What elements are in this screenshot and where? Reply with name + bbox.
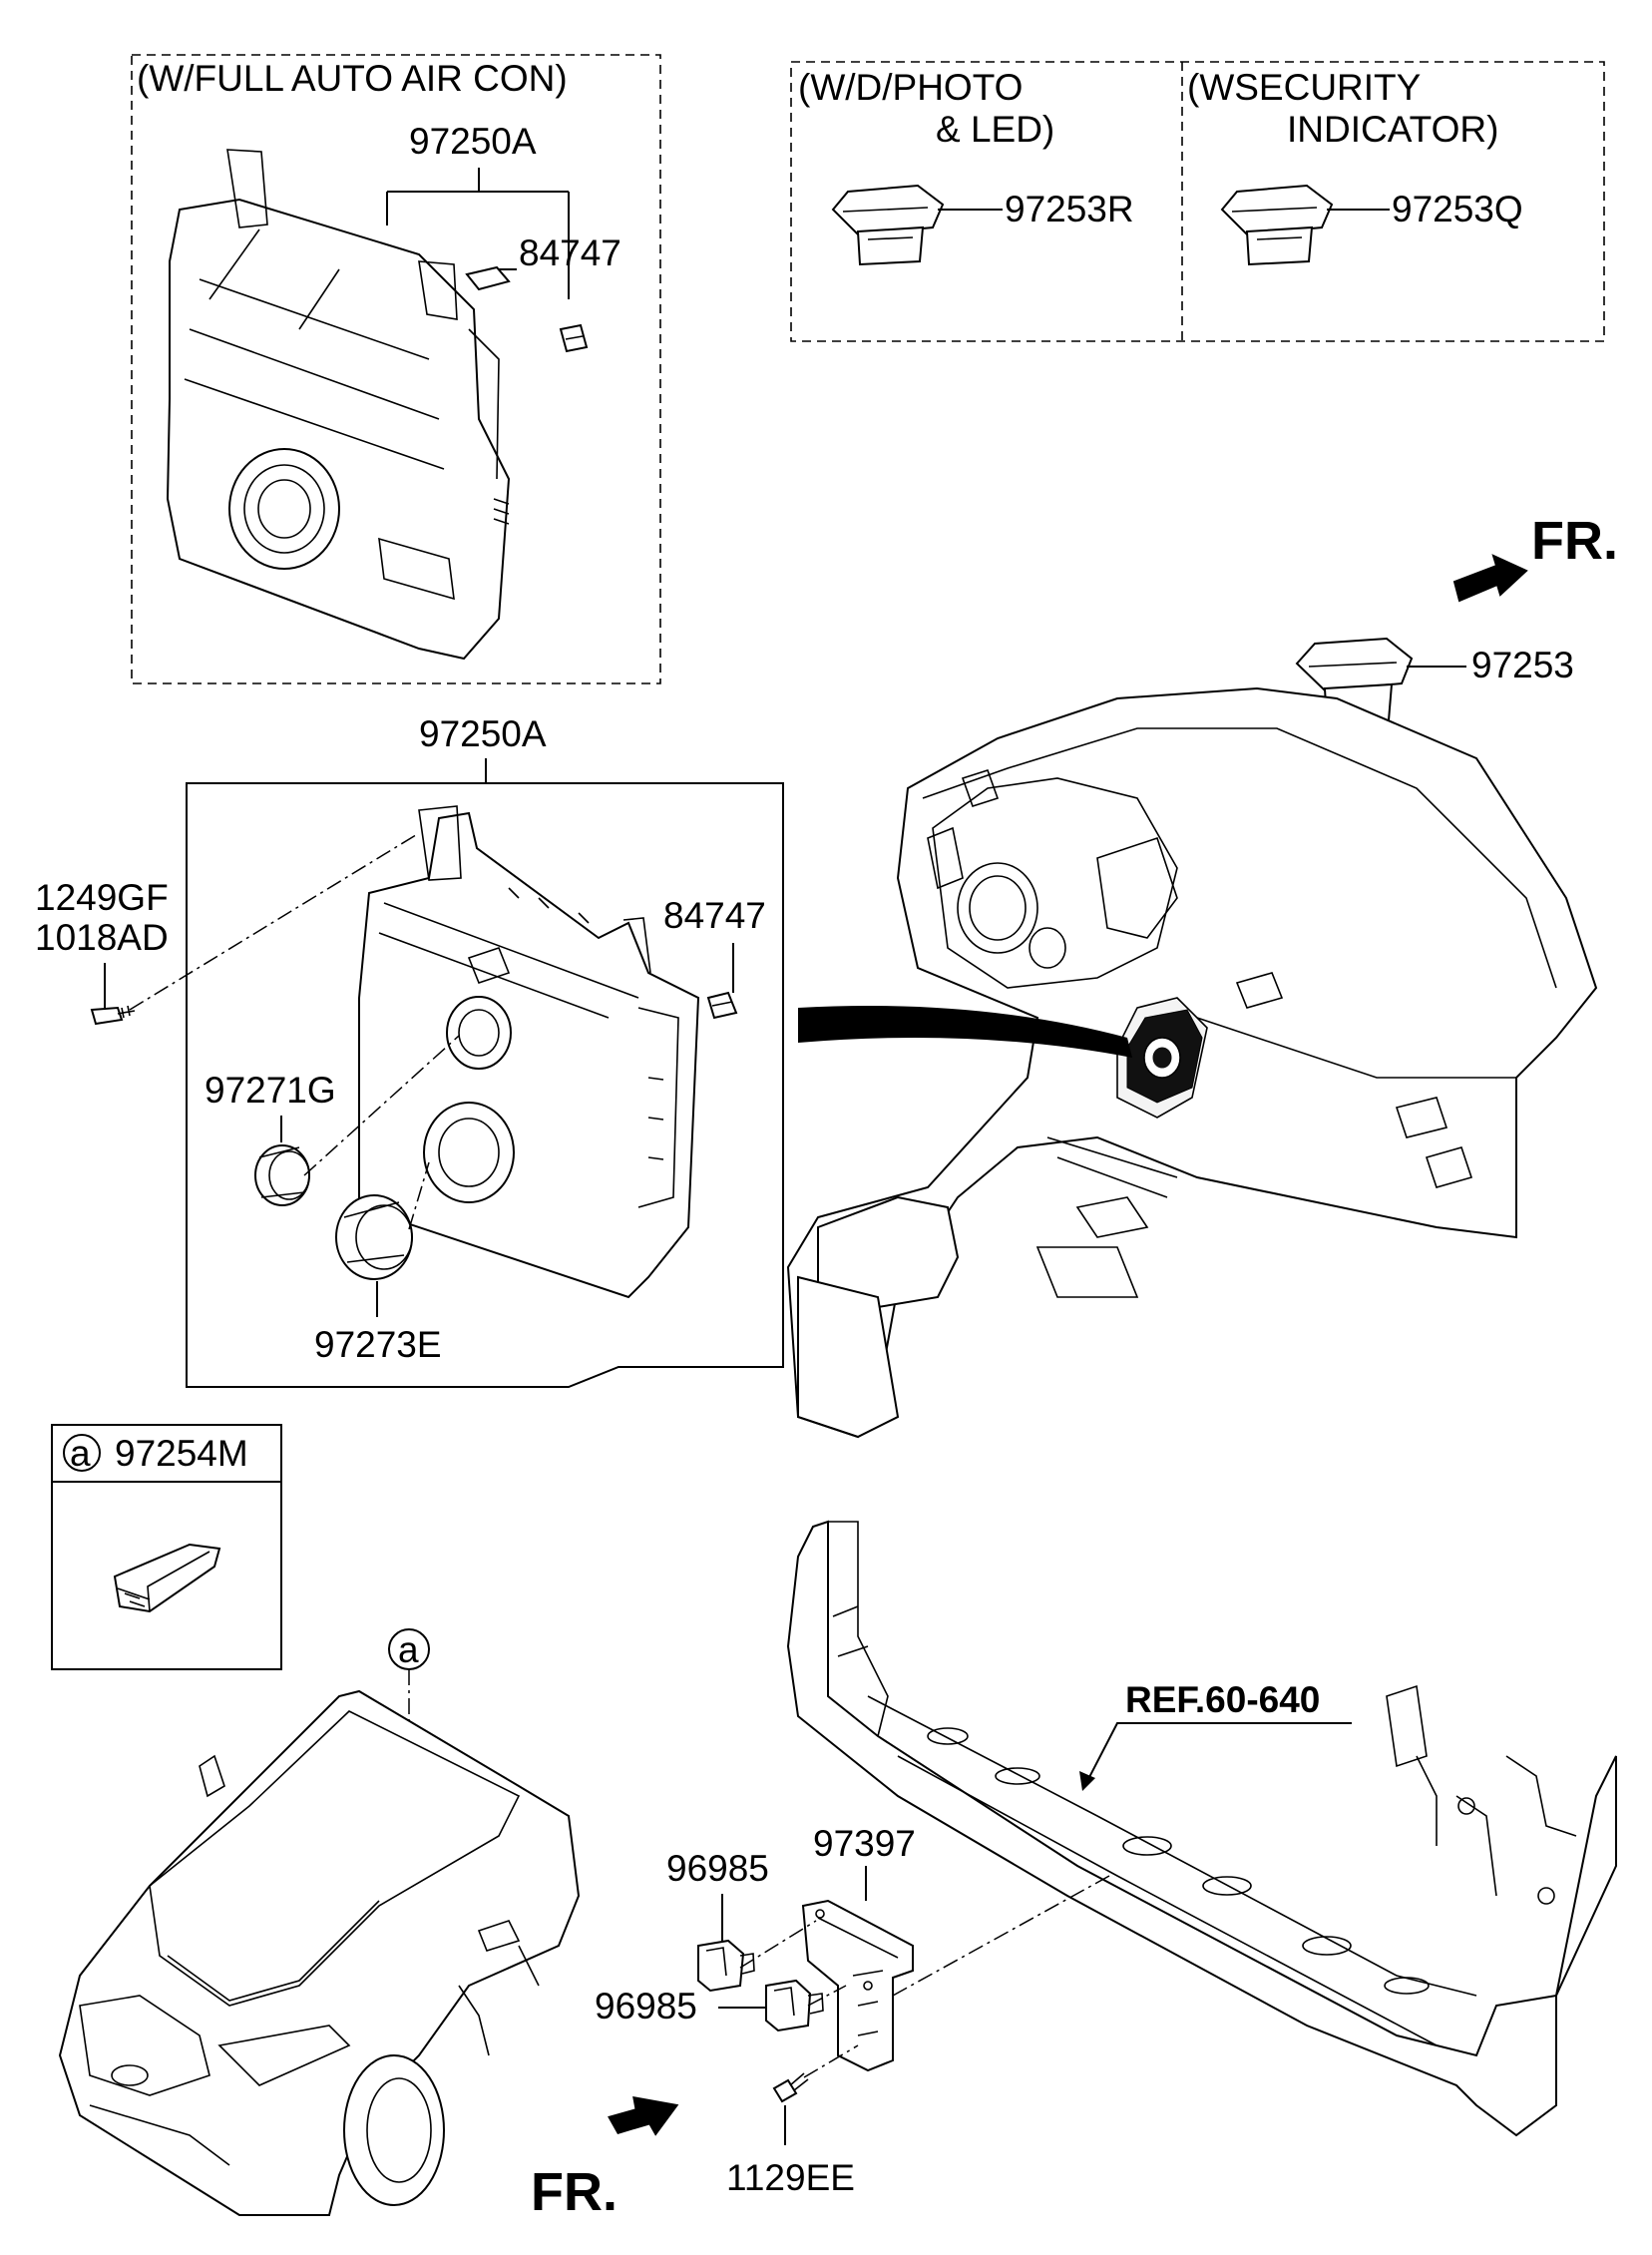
label-1249gf: 1249GF <box>35 877 169 918</box>
sensor-96985-a <box>697 1939 755 1993</box>
label-97273e: 97273E <box>314 1324 442 1365</box>
photo-security-dashed-frame <box>790 61 1605 342</box>
switch-97253q <box>1220 184 1334 266</box>
curved-callout-arrow <box>798 1006 1132 1058</box>
label-84747-mid: 84747 <box>663 895 766 936</box>
aircon-control-panel-full-auto <box>166 149 511 661</box>
screw-1249gf <box>90 1005 136 1026</box>
label-97397: 97397 <box>813 1823 916 1864</box>
inset-a-part-no: 97254M <box>115 1433 248 1474</box>
switch-97253r <box>831 184 945 266</box>
clip-84747-mid <box>706 991 738 1020</box>
ref-60-640: REF.60-640 <box>1125 1679 1320 1720</box>
label-97253r: 97253R <box>1005 189 1134 229</box>
security-title-1: (WSECURITY <box>1187 67 1421 108</box>
inset-a-97254m: a 97254M <box>51 1424 282 1670</box>
clip-84747-top <box>465 265 589 353</box>
knob-ring-97271g <box>254 1144 310 1206</box>
inset-a-marker: a <box>70 1433 91 1474</box>
ref-60-640-leader <box>1086 1722 1352 1782</box>
fr-arrow-lower-icon <box>608 2095 679 2136</box>
inset-a-frame <box>51 1424 282 1670</box>
label-84747-top: 84747 <box>519 232 621 273</box>
car-illustration: a <box>58 1628 581 2216</box>
fr-label-upper: FR. <box>1531 511 1618 571</box>
manual-aircon-frame <box>186 758 784 1388</box>
label-97250a-mid: 97250A <box>419 713 547 754</box>
label-1018ad: 1018AD <box>35 917 169 958</box>
sensor-96985-b <box>765 1979 824 2032</box>
front-arrow-lower: FR. <box>531 2095 679 2222</box>
fr-label-lower: FR. <box>531 2162 618 2222</box>
aircon-control-panel-manual <box>358 805 700 1299</box>
fr-arrow-upper-icon <box>1452 554 1528 603</box>
knob-ring-97273e <box>335 1194 413 1280</box>
front-arrow-upper: FR. <box>1452 511 1618 603</box>
label-96985-b: 96985 <box>595 1986 697 2027</box>
bracket-97397 <box>801 1899 914 2072</box>
label-97253: 97253 <box>1471 645 1574 685</box>
inset-a-marker-circle <box>63 1434 101 1472</box>
screw-1129ee <box>772 2072 809 2103</box>
leader-97250a-top <box>386 168 570 299</box>
full-auto-dashed-frame <box>131 54 661 684</box>
photo-led-title-1: (W/D/PHOTO <box>798 67 1023 108</box>
photo-security-group: (W/D/PHOTO & LED) (WSECURITY INDICATOR) … <box>790 61 1605 342</box>
manual-aircon-group: 97250A 1249GF 1018AD 84747 <box>35 713 784 1388</box>
label-97250a-top: 97250A <box>409 121 537 162</box>
label-97271g: 97271G <box>205 1070 336 1111</box>
bracket-sensor-group: 97397 96985 96985 11 <box>595 1823 1110 2198</box>
label-1129ee: 1129EE <box>726 2157 855 2198</box>
full-auto-aircon-group: (W/FULL AUTO AIR CON) 97250A 84747 <box>131 54 661 684</box>
callout-a: a <box>398 1629 419 1670</box>
carrier-structure <box>786 1520 1617 2137</box>
security-title-2: INDICATOR) <box>1287 109 1498 150</box>
dashboard-illustration <box>786 686 1598 1439</box>
full-auto-title: (W/FULL AUTO AIR CON) <box>137 58 568 99</box>
label-96985-a: 96985 <box>666 1848 769 1889</box>
label-97253q: 97253Q <box>1392 189 1523 229</box>
photo-led-title-2: & LED) <box>936 109 1054 150</box>
sensor-97254m <box>113 1543 221 1613</box>
